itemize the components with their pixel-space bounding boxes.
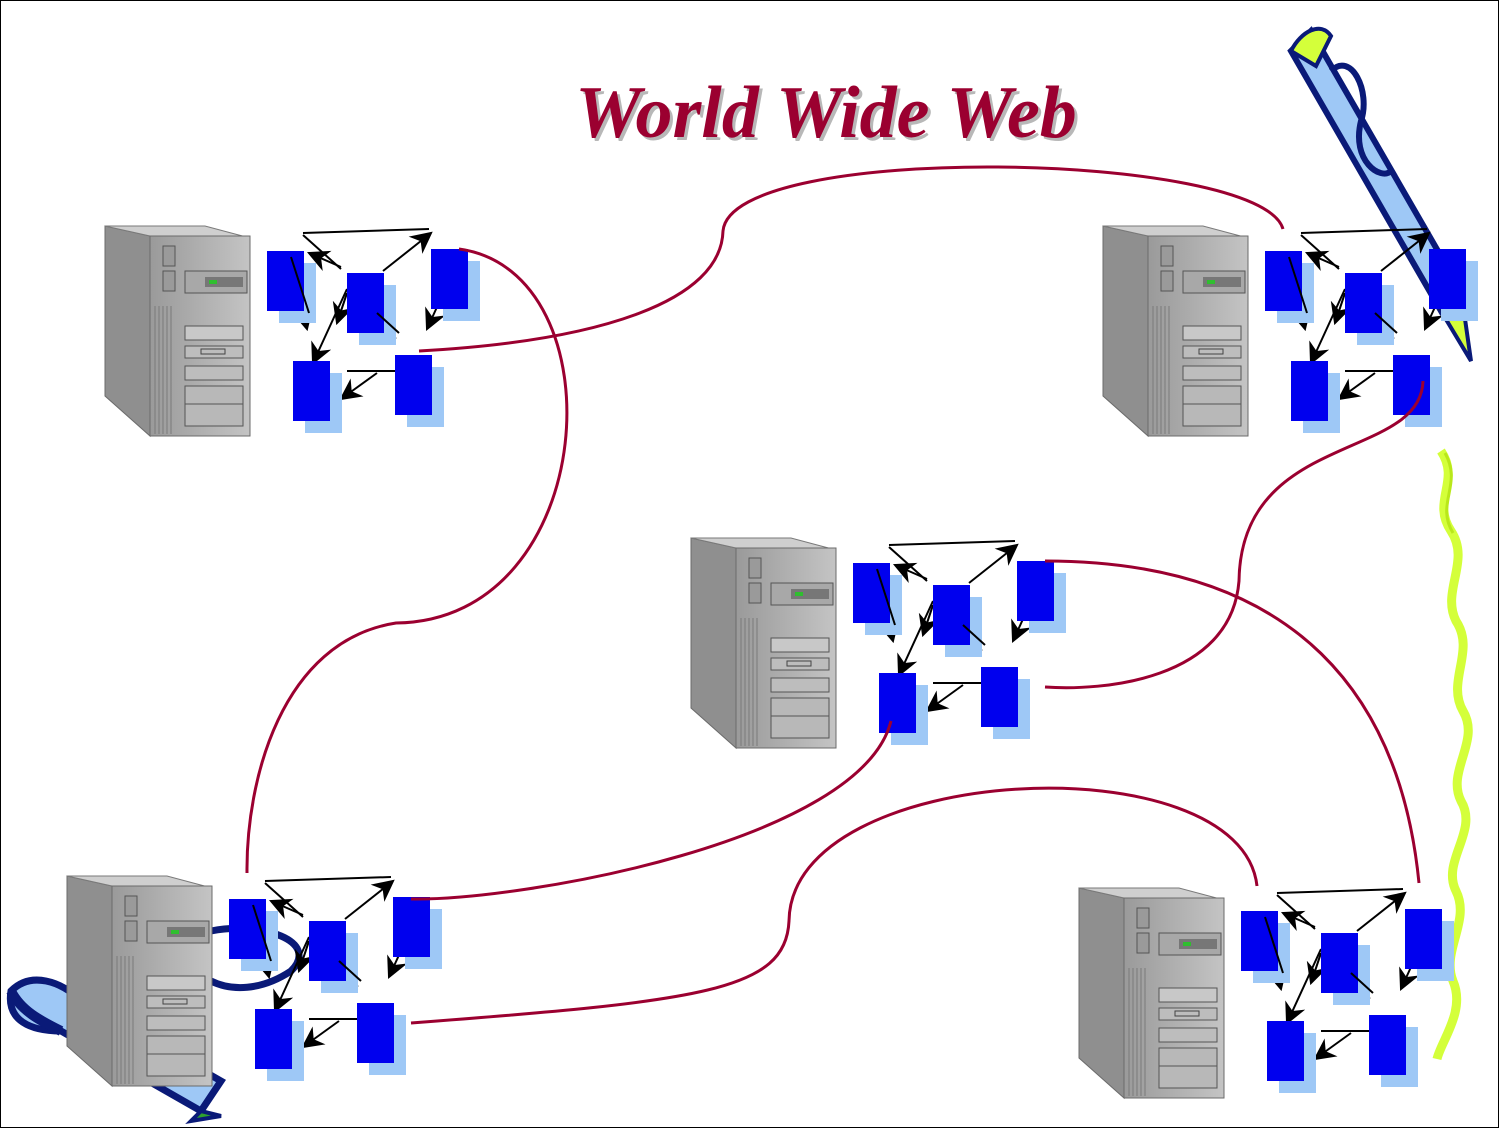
hyperlink-arrow-icon bbox=[1337, 372, 1376, 401]
link-curve bbox=[418, 165, 1285, 353]
hyperlink-arrow-icon bbox=[344, 879, 395, 920]
link-curve bbox=[245, 247, 569, 874]
page-cluster bbox=[853, 540, 1066, 745]
server-icon bbox=[690, 537, 837, 750]
web-page-icon bbox=[879, 673, 916, 733]
hyperlink-arrow-icon bbox=[918, 604, 940, 638]
hyperlink-arrow-icon bbox=[382, 231, 433, 272]
hyperlink-arrow-icon bbox=[302, 228, 430, 234]
hyperlink-arrow-icon bbox=[1356, 891, 1407, 932]
hyperlink-arrow-icon bbox=[1313, 1032, 1352, 1061]
server-icon bbox=[104, 225, 251, 438]
hyperlink-arrow-icon bbox=[1306, 952, 1328, 986]
hyperlink-arrow-icon bbox=[1330, 292, 1352, 326]
web-page-icon bbox=[1267, 1021, 1304, 1081]
hyperlink-arrow-icon bbox=[306, 250, 342, 272]
web-page-icon bbox=[309, 921, 346, 981]
hyperlink-arrow-icon bbox=[925, 684, 964, 713]
link-curve bbox=[410, 720, 893, 901]
hyperlink-arrow-icon bbox=[888, 540, 1016, 546]
link-curve bbox=[410, 786, 1259, 1025]
web-page-icon bbox=[1345, 273, 1382, 333]
web-page-icon bbox=[933, 585, 970, 645]
hyperlink-arrow-icon bbox=[1285, 948, 1322, 1025]
hyperlink-arrow-icon bbox=[1300, 228, 1428, 234]
server-icon bbox=[66, 875, 213, 1088]
servers bbox=[66, 225, 1249, 1100]
hyperlink-arrow-icon bbox=[1380, 231, 1431, 272]
page-cluster bbox=[229, 876, 442, 1081]
web-page-icon bbox=[1369, 1015, 1406, 1075]
hyperlink-arrow-icon bbox=[264, 876, 392, 882]
hyperlink-arrow-icon bbox=[1304, 250, 1340, 272]
hyperlink-arrow-icon bbox=[1276, 888, 1404, 894]
web-page-icon bbox=[255, 1009, 292, 1069]
page-cluster bbox=[1241, 888, 1454, 1093]
link-curve bbox=[1044, 559, 1421, 884]
web-page-icon bbox=[1429, 249, 1466, 309]
hyperlink-arrow-icon bbox=[294, 940, 316, 974]
web-page-icon bbox=[357, 1003, 394, 1063]
hyperlink-arrow-icon bbox=[301, 1020, 340, 1049]
slide-title: World Wide Web bbox=[575, 72, 1077, 154]
hyperlink-arrow-icon bbox=[968, 543, 1019, 584]
server-icon bbox=[1078, 887, 1225, 1100]
page-cluster bbox=[267, 228, 480, 433]
web-page-icon bbox=[1291, 361, 1328, 421]
hyperlink-arrow-icon bbox=[1309, 288, 1346, 365]
web-page-icon bbox=[395, 355, 432, 415]
hyperlink-arrow-icon bbox=[892, 562, 928, 584]
web-page-icon bbox=[1405, 909, 1442, 969]
web-page-icon bbox=[1321, 933, 1358, 993]
hyperlinks bbox=[245, 165, 1425, 1025]
hyperlink-arrow-icon bbox=[332, 292, 354, 326]
page-cluster bbox=[1265, 228, 1478, 433]
server-icon bbox=[1102, 225, 1249, 438]
web-page-icon bbox=[347, 273, 384, 333]
hyperlink-arrow-icon bbox=[897, 600, 934, 677]
web-page-icon bbox=[393, 897, 430, 957]
web-page-icon bbox=[981, 667, 1018, 727]
web-page-icon bbox=[1017, 561, 1054, 621]
web-page-icon bbox=[293, 361, 330, 421]
page-clusters bbox=[229, 228, 1478, 1093]
hyperlink-arrow-icon bbox=[339, 372, 378, 401]
hyperlink-arrow-icon bbox=[311, 288, 348, 365]
link-curve bbox=[1044, 380, 1425, 690]
web-page-icon bbox=[1393, 355, 1430, 415]
web-page-icon bbox=[431, 249, 468, 309]
hyperlink-arrow-icon bbox=[268, 898, 304, 920]
hyperlink-arrow-icon bbox=[1280, 910, 1316, 932]
